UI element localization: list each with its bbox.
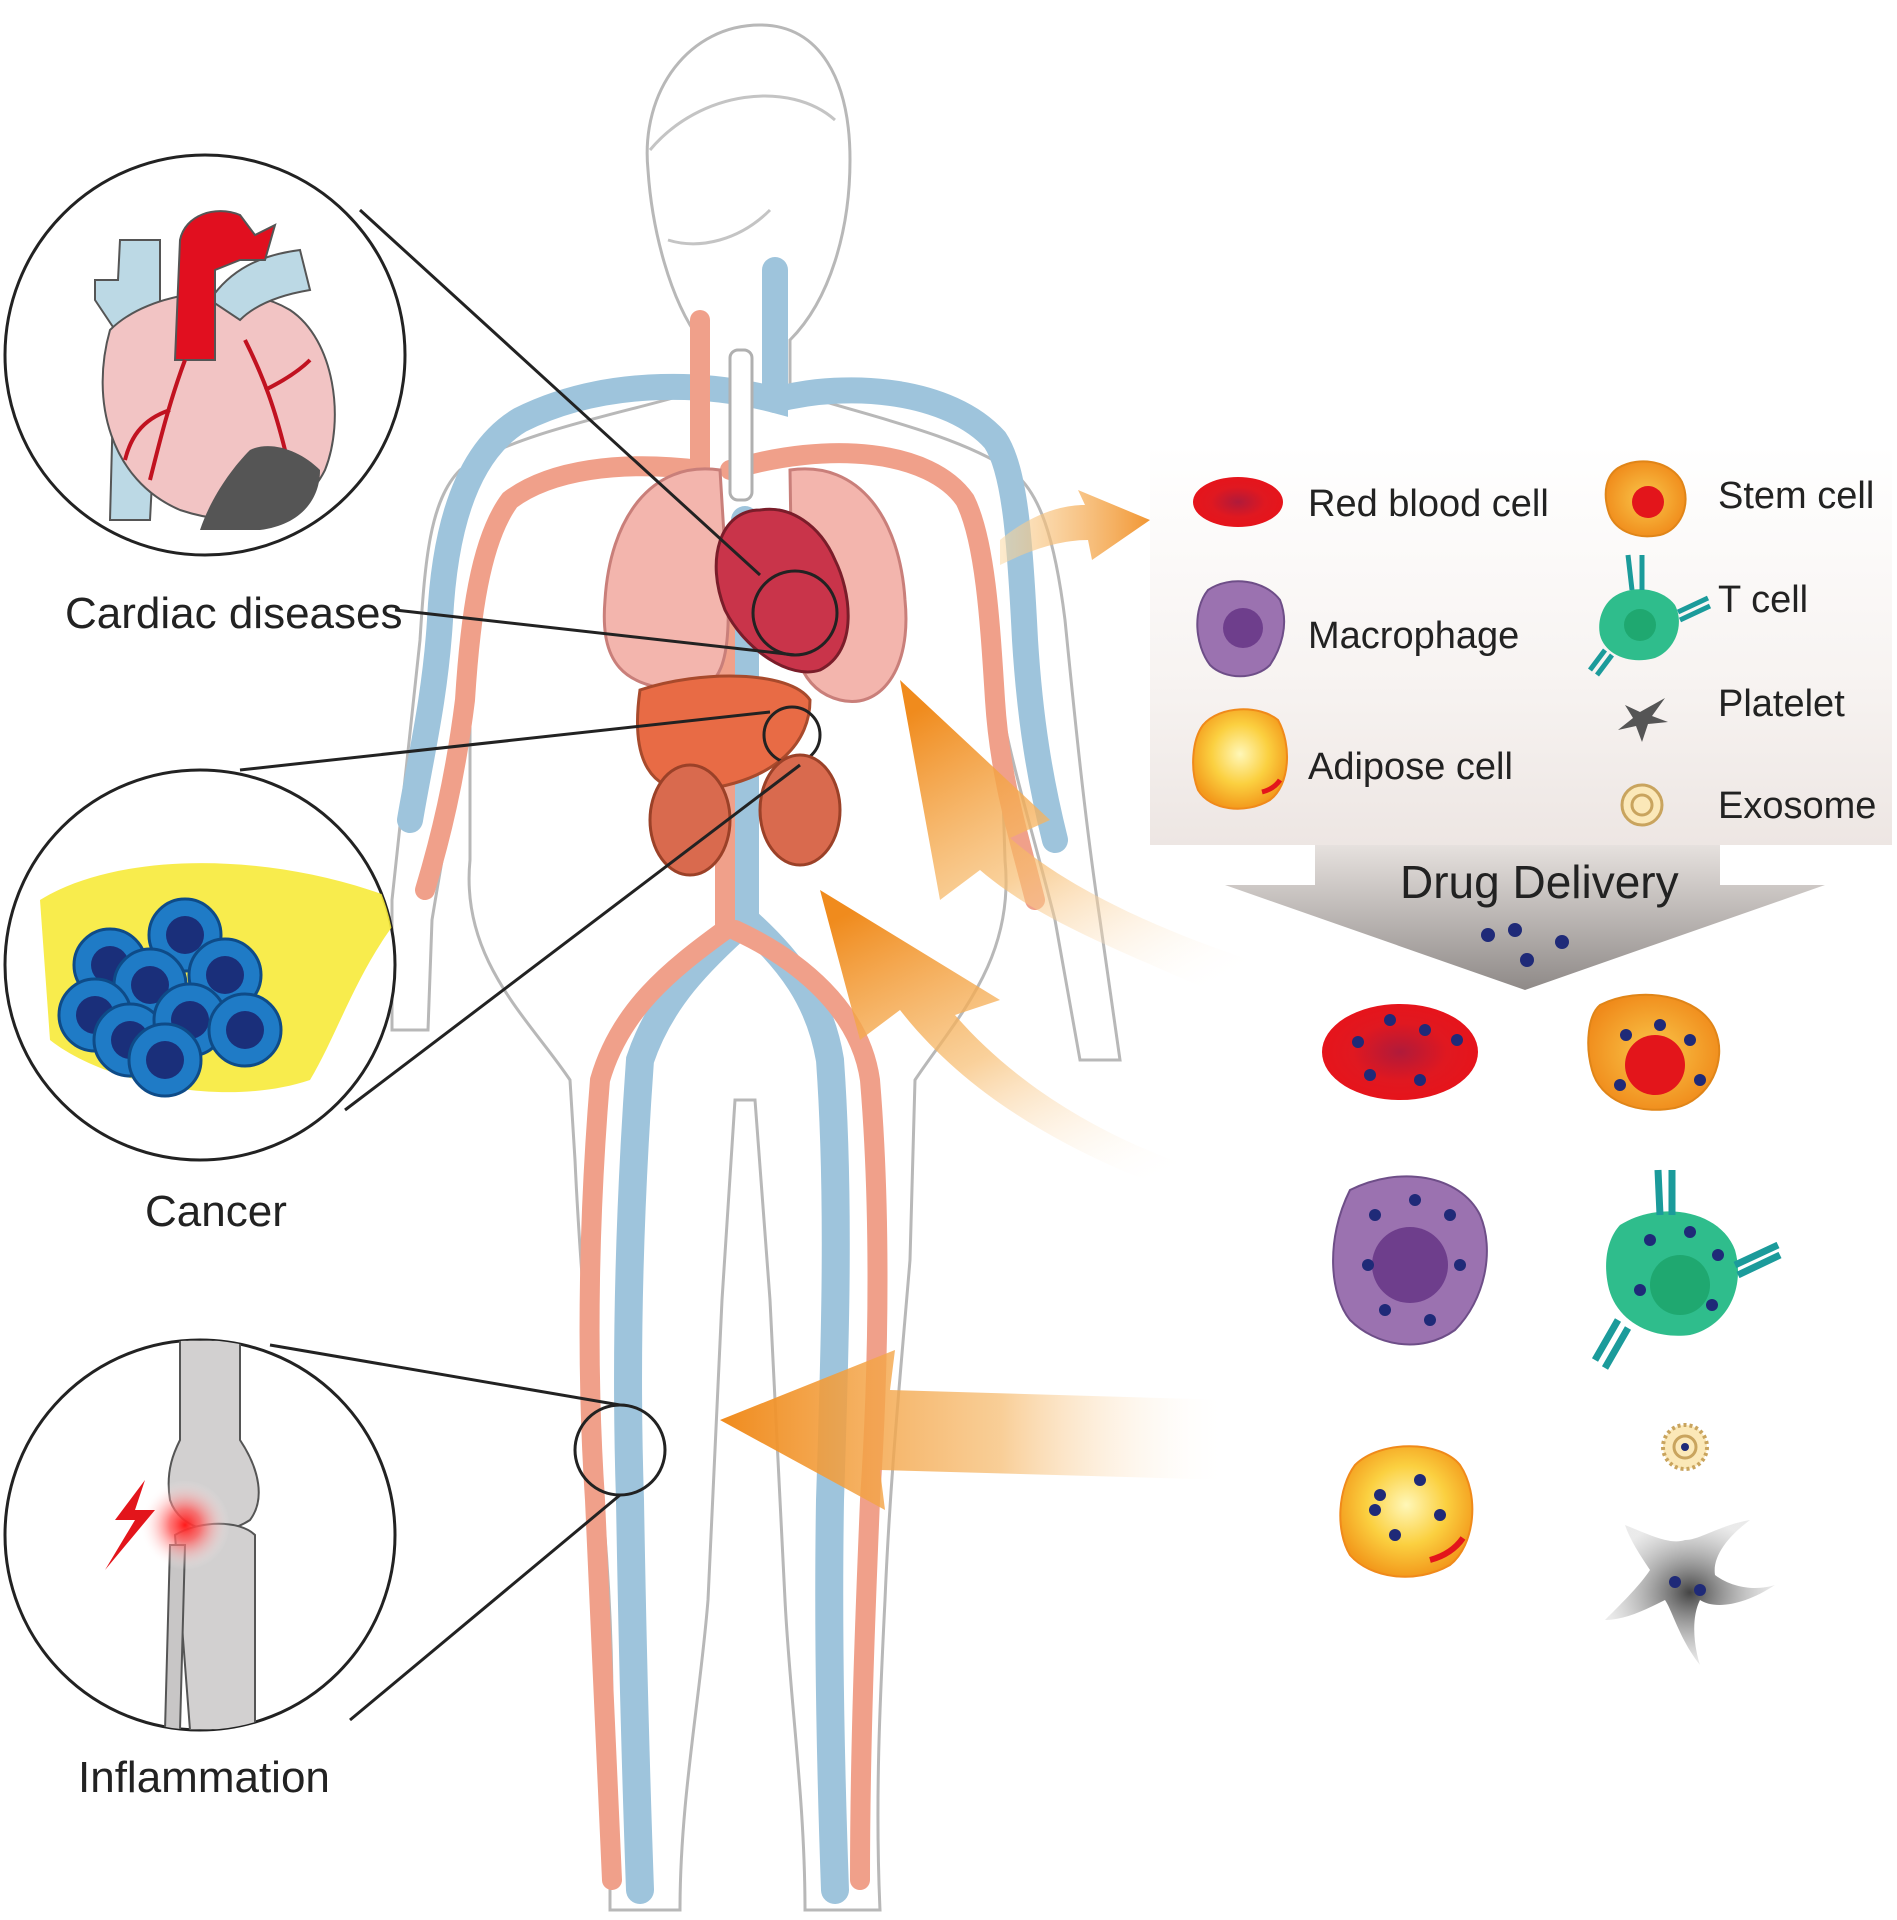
infarct-region: [200, 446, 320, 530]
arrow-to-heart: [900, 680, 1250, 1010]
pulmonary-artery: [208, 248, 312, 322]
legend-label-exosome: Exosome: [1718, 785, 1876, 827]
loaded-exosome: [1661, 1423, 1709, 1471]
drug-delivery-label: Drug Delivery: [1400, 856, 1679, 908]
loaded-t-cell: [1591, 1169, 1782, 1370]
loaded-adipose-cell: [1339, 1445, 1474, 1578]
inflammation-glow: [140, 1480, 230, 1570]
arrow-to-liver: [820, 890, 1200, 1200]
legend-t-cell: T cell: [1588, 554, 1808, 677]
arrow-to-knee: [720, 1350, 1230, 1510]
cancer-cell-nucleus: [146, 1041, 184, 1079]
exosome-icon: [1620, 783, 1664, 827]
label-inflammation: Inflammation: [78, 1753, 330, 1802]
inflammation-zoom: [3, 1338, 397, 1732]
coronary-vessels: [123, 339, 312, 481]
label-cardiac-diseases: Cardiac diseases: [65, 589, 403, 638]
head-detail: [648, 94, 836, 246]
loaded-stem-cell: [1587, 993, 1721, 1111]
cardiac-zoom: [3, 153, 407, 557]
cancer-cell-nucleus: [206, 956, 244, 994]
legend-adipose-cell: Adipose cell: [1192, 708, 1513, 810]
cancer-cell-nucleus: [131, 966, 169, 1004]
targeting-arrows: [720, 490, 1250, 1510]
legend-label-t-cell: T cell: [1718, 579, 1808, 621]
red-blood-cell-icon: [1193, 477, 1283, 527]
arrow-to-arm: [1000, 490, 1150, 565]
adipose-cell-icon: [1192, 708, 1288, 810]
human-body: [390, 23, 1122, 1912]
legend-red-blood-cell: Red blood cell: [1193, 477, 1549, 527]
kidneys: [648, 753, 842, 877]
veins: [397, 257, 1068, 1904]
legend-exosome: Exosome: [1620, 783, 1876, 827]
body-outline: [390, 23, 1122, 1912]
platelet-icon: [1618, 698, 1668, 742]
heart-organ: [714, 507, 850, 674]
legend-label-platelet: Platelet: [1718, 683, 1845, 725]
drug-molecules: [1481, 923, 1569, 967]
legend-stem-cell: Stem cell: [1604, 460, 1874, 538]
cancer-cells: [57, 897, 283, 1098]
legend-platelet: Platelet: [1618, 683, 1845, 742]
legend-label-adipose-cell: Adipose cell: [1308, 746, 1513, 788]
cancer-cell-nucleus: [226, 1011, 264, 1049]
loaded-macrophage: [1332, 1175, 1488, 1346]
legend-panel: Red blood cell Macrophage Adipose cell S…: [1150, 445, 1892, 845]
legend-label-stem-cell: Stem cell: [1718, 475, 1874, 517]
cancer-zoom: [3, 768, 397, 1162]
label-cancer: Cancer: [145, 1187, 287, 1236]
legend-label-red-blood-cell: Red blood cell: [1308, 483, 1549, 525]
cancer-cell-nucleus: [166, 916, 204, 954]
trachea: [728, 348, 754, 502]
loaded-platelet: [1605, 1520, 1775, 1665]
zoom-connectors: [239, 208, 801, 1722]
aorta: [173, 210, 277, 361]
legend-macrophage: Macrophage: [1196, 580, 1519, 678]
legend-label-macrophage: Macrophage: [1308, 615, 1519, 657]
drug-delivery-arrow: Drug Delivery: [1225, 845, 1825, 990]
loaded-red-blood-cell: [1322, 1004, 1478, 1100]
